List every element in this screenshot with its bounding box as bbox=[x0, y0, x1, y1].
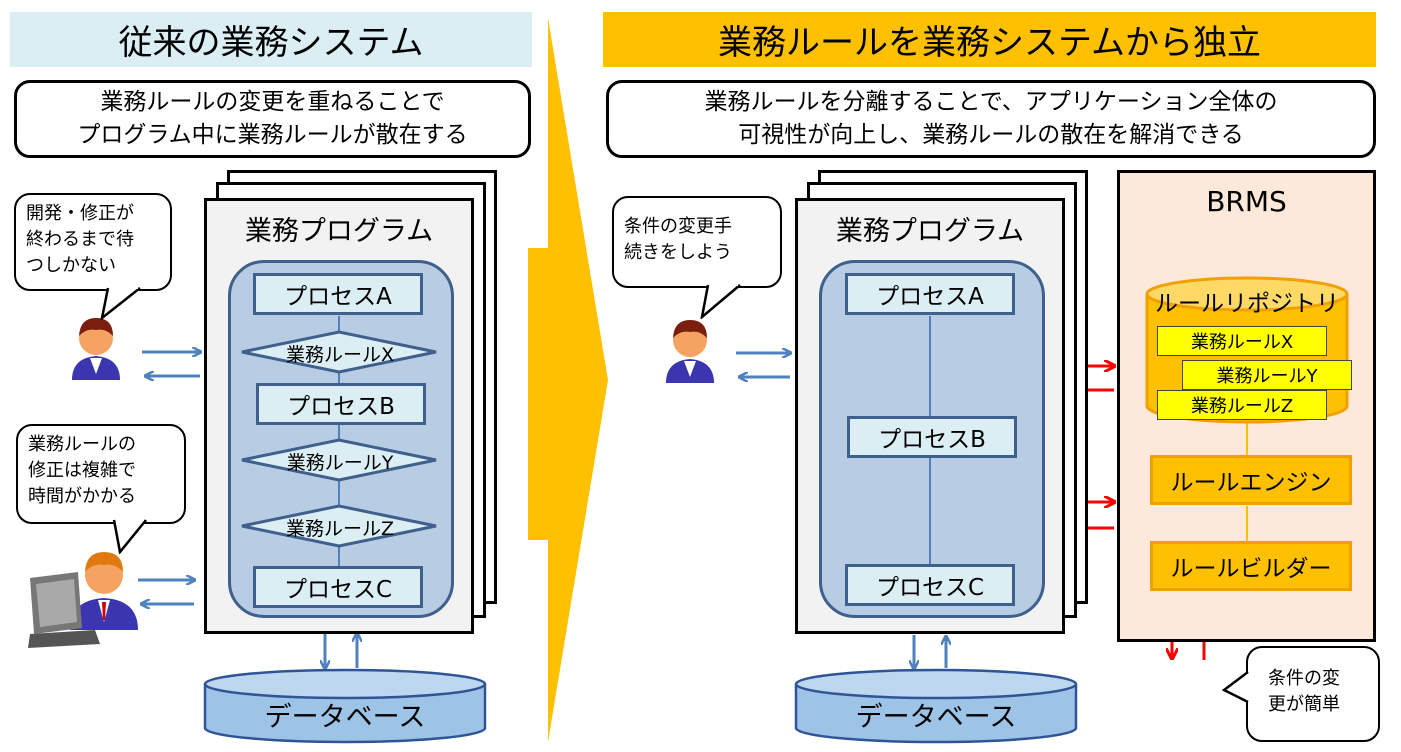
right-process-b: プロセスB bbox=[847, 416, 1017, 458]
bubble-tail bbox=[700, 283, 741, 319]
bubble-tail bbox=[112, 518, 147, 554]
bubble-line: つしかない bbox=[26, 255, 116, 276]
left-process-c: プロセスC bbox=[253, 566, 423, 608]
left-caption-line-2: プログラム中に業務ルールが散在する bbox=[77, 122, 468, 148]
right-banner: 業務ルールを業務システムから独立 bbox=[603, 12, 1376, 67]
left-database-label: データベース bbox=[264, 701, 426, 733]
left-caption: 業務ルールの変更を重ねることで プログラム中に業務ルールが散在する bbox=[14, 80, 531, 158]
person-icon bbox=[666, 320, 714, 383]
speech-bubble-easy-change: 条件の変 更が簡単 bbox=[1246, 646, 1380, 742]
bubble-line: 終わるまで待 bbox=[26, 229, 134, 250]
left-flow-graphics bbox=[241, 316, 437, 570]
program-title: 業務プログラム bbox=[835, 216, 1025, 247]
right-process-a: プロセスA bbox=[845, 273, 1015, 315]
left-rule-z-label: 業務ルールZ bbox=[285, 518, 395, 540]
bubble-tail bbox=[1222, 671, 1251, 704]
left-caption-line-1: 業務ルールの変更を重ねることで bbox=[100, 89, 445, 115]
left-process-b: プロセスB bbox=[256, 383, 426, 425]
bubble-line: 業務ルールの bbox=[28, 434, 136, 455]
bubble-line: 更が簡単 bbox=[1268, 694, 1340, 715]
brms-rule-y: 業務ルールY bbox=[1182, 360, 1352, 390]
program-title: 業務プログラム bbox=[244, 216, 434, 247]
bubble-line: 時間がかかる bbox=[28, 486, 136, 507]
rule-y-diamond bbox=[241, 438, 437, 482]
right-process-c: プロセスC bbox=[845, 564, 1015, 606]
person-icon bbox=[72, 318, 120, 380]
repository-label: ルールリポジトリ bbox=[1155, 291, 1339, 317]
rule-engine: ルールエンジン bbox=[1150, 455, 1352, 505]
brms-rule-z: 業務ルールZ bbox=[1157, 390, 1327, 420]
bubble-line: 開発・修正が bbox=[26, 203, 134, 224]
speech-bubble-waiting: 開発・修正が 終わるまで待 つしかない bbox=[14, 193, 172, 291]
right-caption-line-2: 可視性が向上し、業務ルールの散在を解消できる bbox=[738, 122, 1244, 148]
right-database-label: データベース bbox=[855, 701, 1017, 733]
right-caption-line-1: 業務ルールを分離することで、アプリケーション全体の bbox=[704, 89, 1278, 115]
person-at-computer-icon bbox=[28, 552, 138, 648]
database-cylinder-icon bbox=[794, 668, 1078, 744]
brms-rule-x: 業務ルールX bbox=[1157, 326, 1327, 356]
rule-z-diamond bbox=[241, 504, 437, 548]
rule-builder: ルールビルダー bbox=[1150, 541, 1352, 591]
bubble-line: 続きをしよう bbox=[624, 242, 732, 263]
left-rule-x-label: 業務ルールX bbox=[285, 344, 395, 366]
left-banner: 従来の業務システム bbox=[10, 12, 532, 67]
bubble-line: 修正は複雑で bbox=[28, 460, 136, 481]
right-caption: 業務ルールを分離することで、アプリケーション全体の 可視性が向上し、業務ルールの… bbox=[606, 80, 1376, 158]
database-cylinder-icon bbox=[203, 668, 487, 744]
left-rule-y-label: 業務ルールY bbox=[286, 452, 394, 474]
brms-title: BRMS bbox=[1206, 185, 1287, 218]
speech-bubble-change-request: 条件の変更手 続きをしよう bbox=[612, 196, 782, 288]
left-process-a: プロセスA bbox=[253, 273, 423, 315]
bubble-line: 条件の変更手 bbox=[624, 216, 732, 237]
bubble-line: 条件の変 bbox=[1268, 668, 1340, 689]
bubble-tail bbox=[100, 286, 141, 320]
rule-x-diamond bbox=[241, 330, 437, 374]
speech-bubble-complex: 業務ルールの 修正は複雑で 時間がかかる bbox=[16, 424, 186, 524]
chevron-arrow-icon bbox=[528, 18, 608, 742]
